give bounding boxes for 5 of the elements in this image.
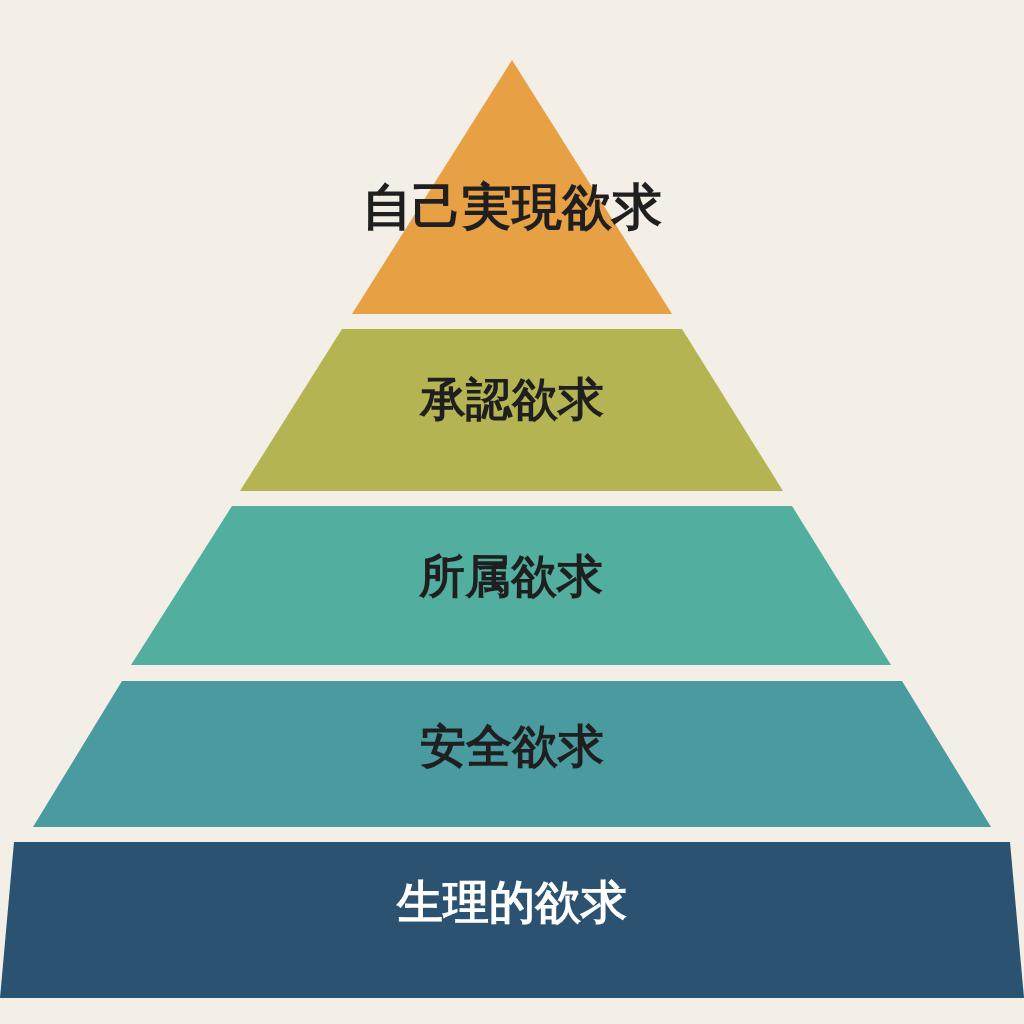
level-label: 所属欲求 xyxy=(418,553,604,599)
level-label: 生理的欲求 xyxy=(395,879,628,925)
level-label: 自己実現欲求 xyxy=(361,182,663,232)
level-label: 安全欲求 xyxy=(419,723,605,769)
level-label: 承認欲求 xyxy=(418,376,605,422)
